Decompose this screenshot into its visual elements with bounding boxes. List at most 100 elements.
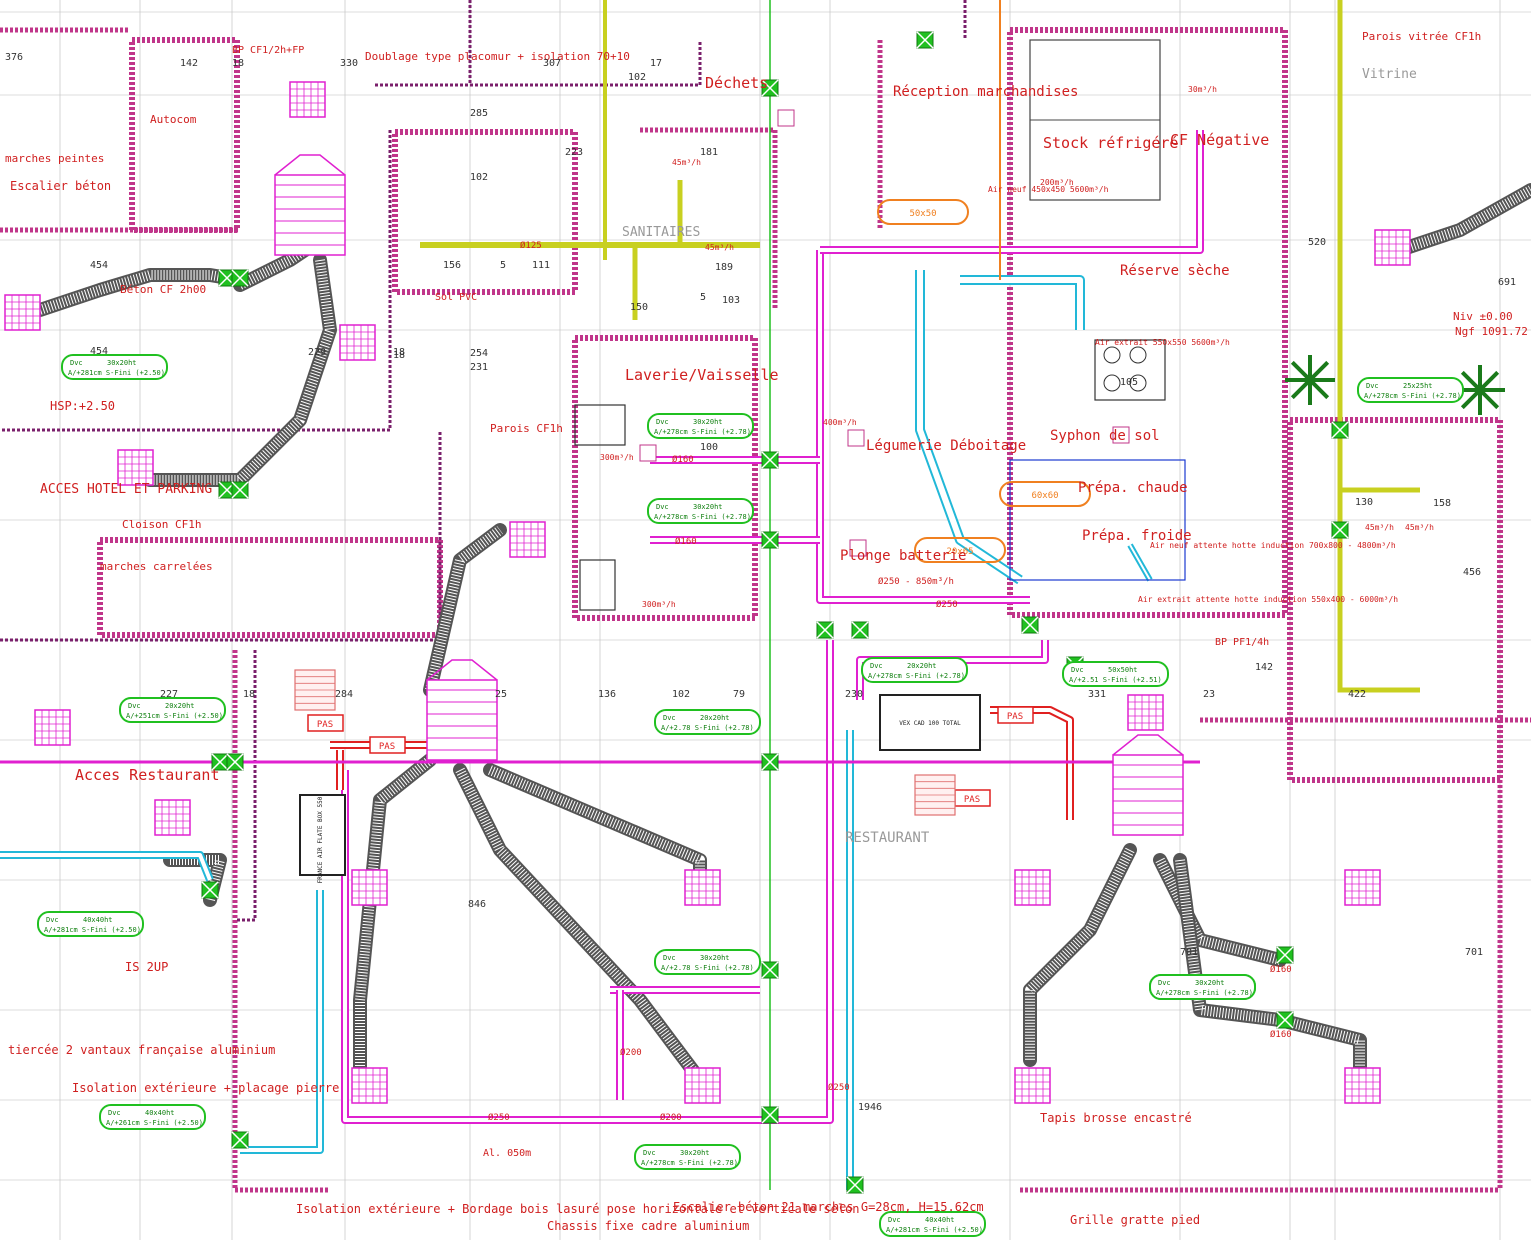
grille <box>1127 694 1164 731</box>
orange-tag <box>999 481 1091 507</box>
annotation: Al. 050m <box>483 1148 531 1159</box>
annotation: Grille gratte pied <box>1070 1213 1200 1227</box>
flex-restaurant-right-rib <box>488 765 705 880</box>
dimension-label: 254 <box>470 348 488 359</box>
duct-fresh-left-2-inner <box>0 853 212 881</box>
grille <box>154 799 191 836</box>
annotation: Sol PVC <box>435 292 477 303</box>
cta-unit-1 <box>299 794 346 876</box>
duct-label: Ø160 <box>1270 964 1292 975</box>
damper-cross <box>1331 421 1349 439</box>
pas-label: PAS <box>1007 712 1023 722</box>
room-legumerie: Légumerie Déboitage <box>866 438 1026 454</box>
grille <box>339 324 376 361</box>
damper-cross <box>231 1131 249 1149</box>
damper-cross <box>201 881 219 899</box>
duct-tag-size: 30x20ht <box>700 954 730 962</box>
duct-tag-type: Dvc <box>643 1149 656 1157</box>
duct-tag-type: Dvc <box>1366 382 1379 390</box>
damper-cross <box>761 961 779 979</box>
wall-corridor-top <box>375 40 702 87</box>
annotation: Air neuf 450x450 5600m³/h <box>988 185 1109 194</box>
duct-kitchen-fresh <box>915 270 1023 585</box>
cta-unit-2 <box>879 694 981 751</box>
pas-box <box>997 706 1034 724</box>
flow-label: 45m³/h <box>1405 523 1434 532</box>
cta-unit-1-label: FRANCE AIR FLATE BOX 550 <box>317 796 324 883</box>
dimension-label: 846 <box>468 899 486 910</box>
duct-tag-spec: A/+261cm S-Fini (+2.50) <box>106 1119 203 1127</box>
duct-label: Ø200 <box>620 1047 642 1058</box>
flex-far-right-rib <box>1398 185 1531 255</box>
cta-unit-2-label: VEX CAD 100 TOTAL <box>899 720 961 727</box>
room-prepa-chaude: Prépa. chaude <box>1078 480 1188 496</box>
duct-tag <box>647 413 754 439</box>
annotation: Autocom <box>150 113 197 126</box>
duct-tag-type: Dvc <box>108 1109 121 1117</box>
plenum-right-body <box>1112 754 1184 836</box>
flex-upper-left-2-rib <box>237 235 323 290</box>
flow-label: 400m³/h <box>823 418 857 427</box>
duct-supply-vertical-inner <box>818 250 1030 602</box>
room-syphon: Syphon de sol <box>1050 428 1160 444</box>
flex-centre-up <box>423 523 507 697</box>
cooker-ring <box>1103 346 1121 364</box>
dimension-label: 701 <box>1465 947 1483 958</box>
duct-tag-spec: A/+251cm S-Fini (+2.50) <box>126 712 223 720</box>
grille <box>1344 1067 1381 1104</box>
duct-tag <box>861 657 968 683</box>
dimension-label: 142 <box>180 58 198 69</box>
duct-tag-spec: A/+2.78 S-Fini (+2.78) <box>661 964 754 972</box>
orange-tag <box>914 537 1006 563</box>
duct-tag-size: 30x20ht <box>1195 979 1225 987</box>
dimension-label: 231 <box>470 362 488 373</box>
duct-tag-type: Dvc <box>1071 666 1084 674</box>
duct-kitchen-fresh-2-inner <box>960 277 1083 330</box>
duct-label: Ø250 - 850m³/h <box>878 576 954 587</box>
damper-cross <box>761 531 779 549</box>
duct-tag-spec: A/+278cm S-Fini (+2.78) <box>654 513 751 521</box>
tree-branch <box>1460 370 1482 392</box>
duct-tag <box>61 354 168 380</box>
orange-tag-label: 20x65 <box>946 547 973 557</box>
duct-tag-type: Dvc <box>656 503 669 511</box>
annotation: Escalier béton 21 marches G=28cm, H=15.6… <box>673 1200 984 1214</box>
grille <box>1014 869 1051 906</box>
dimension-label: 17 <box>650 58 662 69</box>
duct-tag-size: 30x20ht <box>693 418 723 426</box>
duct-tag <box>37 911 144 937</box>
wall-left-lower <box>232 650 330 1193</box>
dimension-label: 456 <box>1463 567 1481 578</box>
dimension-label: 111 <box>532 260 550 271</box>
walls <box>0 0 1531 1193</box>
duct-tag-size: 30x20ht <box>680 1149 710 1157</box>
tree-branch <box>1290 378 1312 400</box>
duct-tag-type: Dvc <box>663 714 676 722</box>
flow-label: 45m³/h <box>1365 523 1394 532</box>
floor-drain <box>849 539 867 557</box>
ducts <box>0 0 1531 1190</box>
dimension-label: 454 <box>90 346 108 357</box>
duct-tag-spec: A/+281cm S-Fini (+2.50) <box>886 1226 983 1234</box>
flex-restaurant-left <box>353 753 437 1087</box>
grille <box>1374 229 1411 266</box>
duct-tag <box>634 1144 741 1170</box>
grille <box>34 709 71 746</box>
duct-tag-size: 25x25ht <box>1403 382 1433 390</box>
room-laverie: Laverie/Vaisselle <box>625 366 779 384</box>
room-acces-hotel: ACCES HOTEL ET PARKING <box>40 482 212 497</box>
duct-supply-restaurant-inner <box>343 640 832 1122</box>
damper-cross <box>761 753 779 771</box>
duct-tag-spec: A/+281cm S-Fini (+2.50) <box>44 926 141 934</box>
dimension-label: 130 <box>1355 497 1373 508</box>
sink-box-2 <box>579 559 616 611</box>
dimension-label: 18 <box>393 350 405 361</box>
plenum-centre-body <box>426 679 498 761</box>
duct-tag <box>879 1211 986 1237</box>
room-stock: Stock réfrigéré <box>1043 134 1178 152</box>
duct-tag-type: Dvc <box>1158 979 1171 987</box>
damper-cross <box>1331 521 1349 539</box>
room-restaurant: RESTAURANT <box>845 830 930 846</box>
